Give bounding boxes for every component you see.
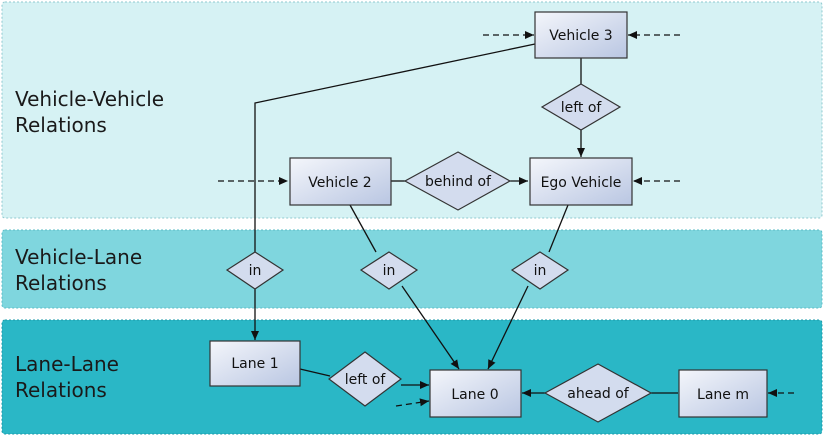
- band-label-vehicle-lane-line2: Relations: [15, 271, 107, 295]
- node-ego-vehicle: Ego Vehicle: [529, 157, 633, 206]
- relation-ahead-of: ahead of: [543, 363, 653, 423]
- node-lane1-label: Lane 1: [231, 356, 278, 372]
- edge-in3-lane0: [487, 285, 529, 370]
- band-label-vehicle-vehicle-line2: Relations: [15, 113, 107, 137]
- relation-in-vehicle2-label: in: [383, 263, 396, 279]
- band-label-vehicle-lane-line1: Vehicle-Lane: [15, 245, 142, 269]
- node-vehicle2: Vehicle 2: [289, 157, 392, 206]
- relation-behind-of: behind of: [403, 151, 512, 211]
- node-ego-vehicle-label: Ego Vehicle: [541, 175, 622, 191]
- band-label-lane-lane-line2: Relations: [15, 378, 107, 402]
- edge-vehicle3-in1: [254, 43, 536, 252]
- edge-in2-lane0: [401, 285, 460, 370]
- node-vehicle2-label: Vehicle 2: [308, 175, 371, 191]
- edge-ego-in3: [548, 204, 569, 253]
- node-lane1: Lane 1: [209, 340, 301, 387]
- node-vehicle3-label: Vehicle 3: [549, 28, 612, 44]
- edge-vehicle2-in2: [349, 204, 377, 253]
- relation-in-vehicle2: in: [359, 251, 419, 290]
- node-lane0: Lane 0: [429, 369, 522, 418]
- edge-external-lane0-left: [395, 398, 430, 407]
- relation-in-ego: in: [510, 251, 570, 290]
- relation-ahead-of-label: ahead of: [567, 386, 630, 402]
- node-lanem-label: Lane m: [697, 387, 749, 403]
- relation-in-lane1: in: [225, 251, 285, 290]
- band-label-lane-lane-line1: Lane-Lane: [15, 352, 119, 376]
- relation-in-lane1-label: in: [249, 263, 262, 279]
- relation-behind-of-label: behind of: [425, 174, 492, 190]
- relation-left-of-lanes-label: left of: [345, 372, 387, 388]
- band-label-vehicle-vehicle-line1: Vehicle-Vehicle: [15, 87, 164, 111]
- relation-left-of-lanes: left of: [328, 351, 402, 407]
- relation-left-of-vehicles-label: left of: [561, 100, 603, 116]
- node-vehicle3: Vehicle 3: [534, 11, 628, 59]
- node-lanem: Lane m: [678, 369, 768, 418]
- edge-lane1-leftof: [299, 368, 331, 377]
- node-lane0-label: Lane 0: [451, 387, 498, 403]
- relation-left-of-vehicles: left of: [540, 83, 622, 131]
- relation-in-ego-label: in: [534, 263, 547, 279]
